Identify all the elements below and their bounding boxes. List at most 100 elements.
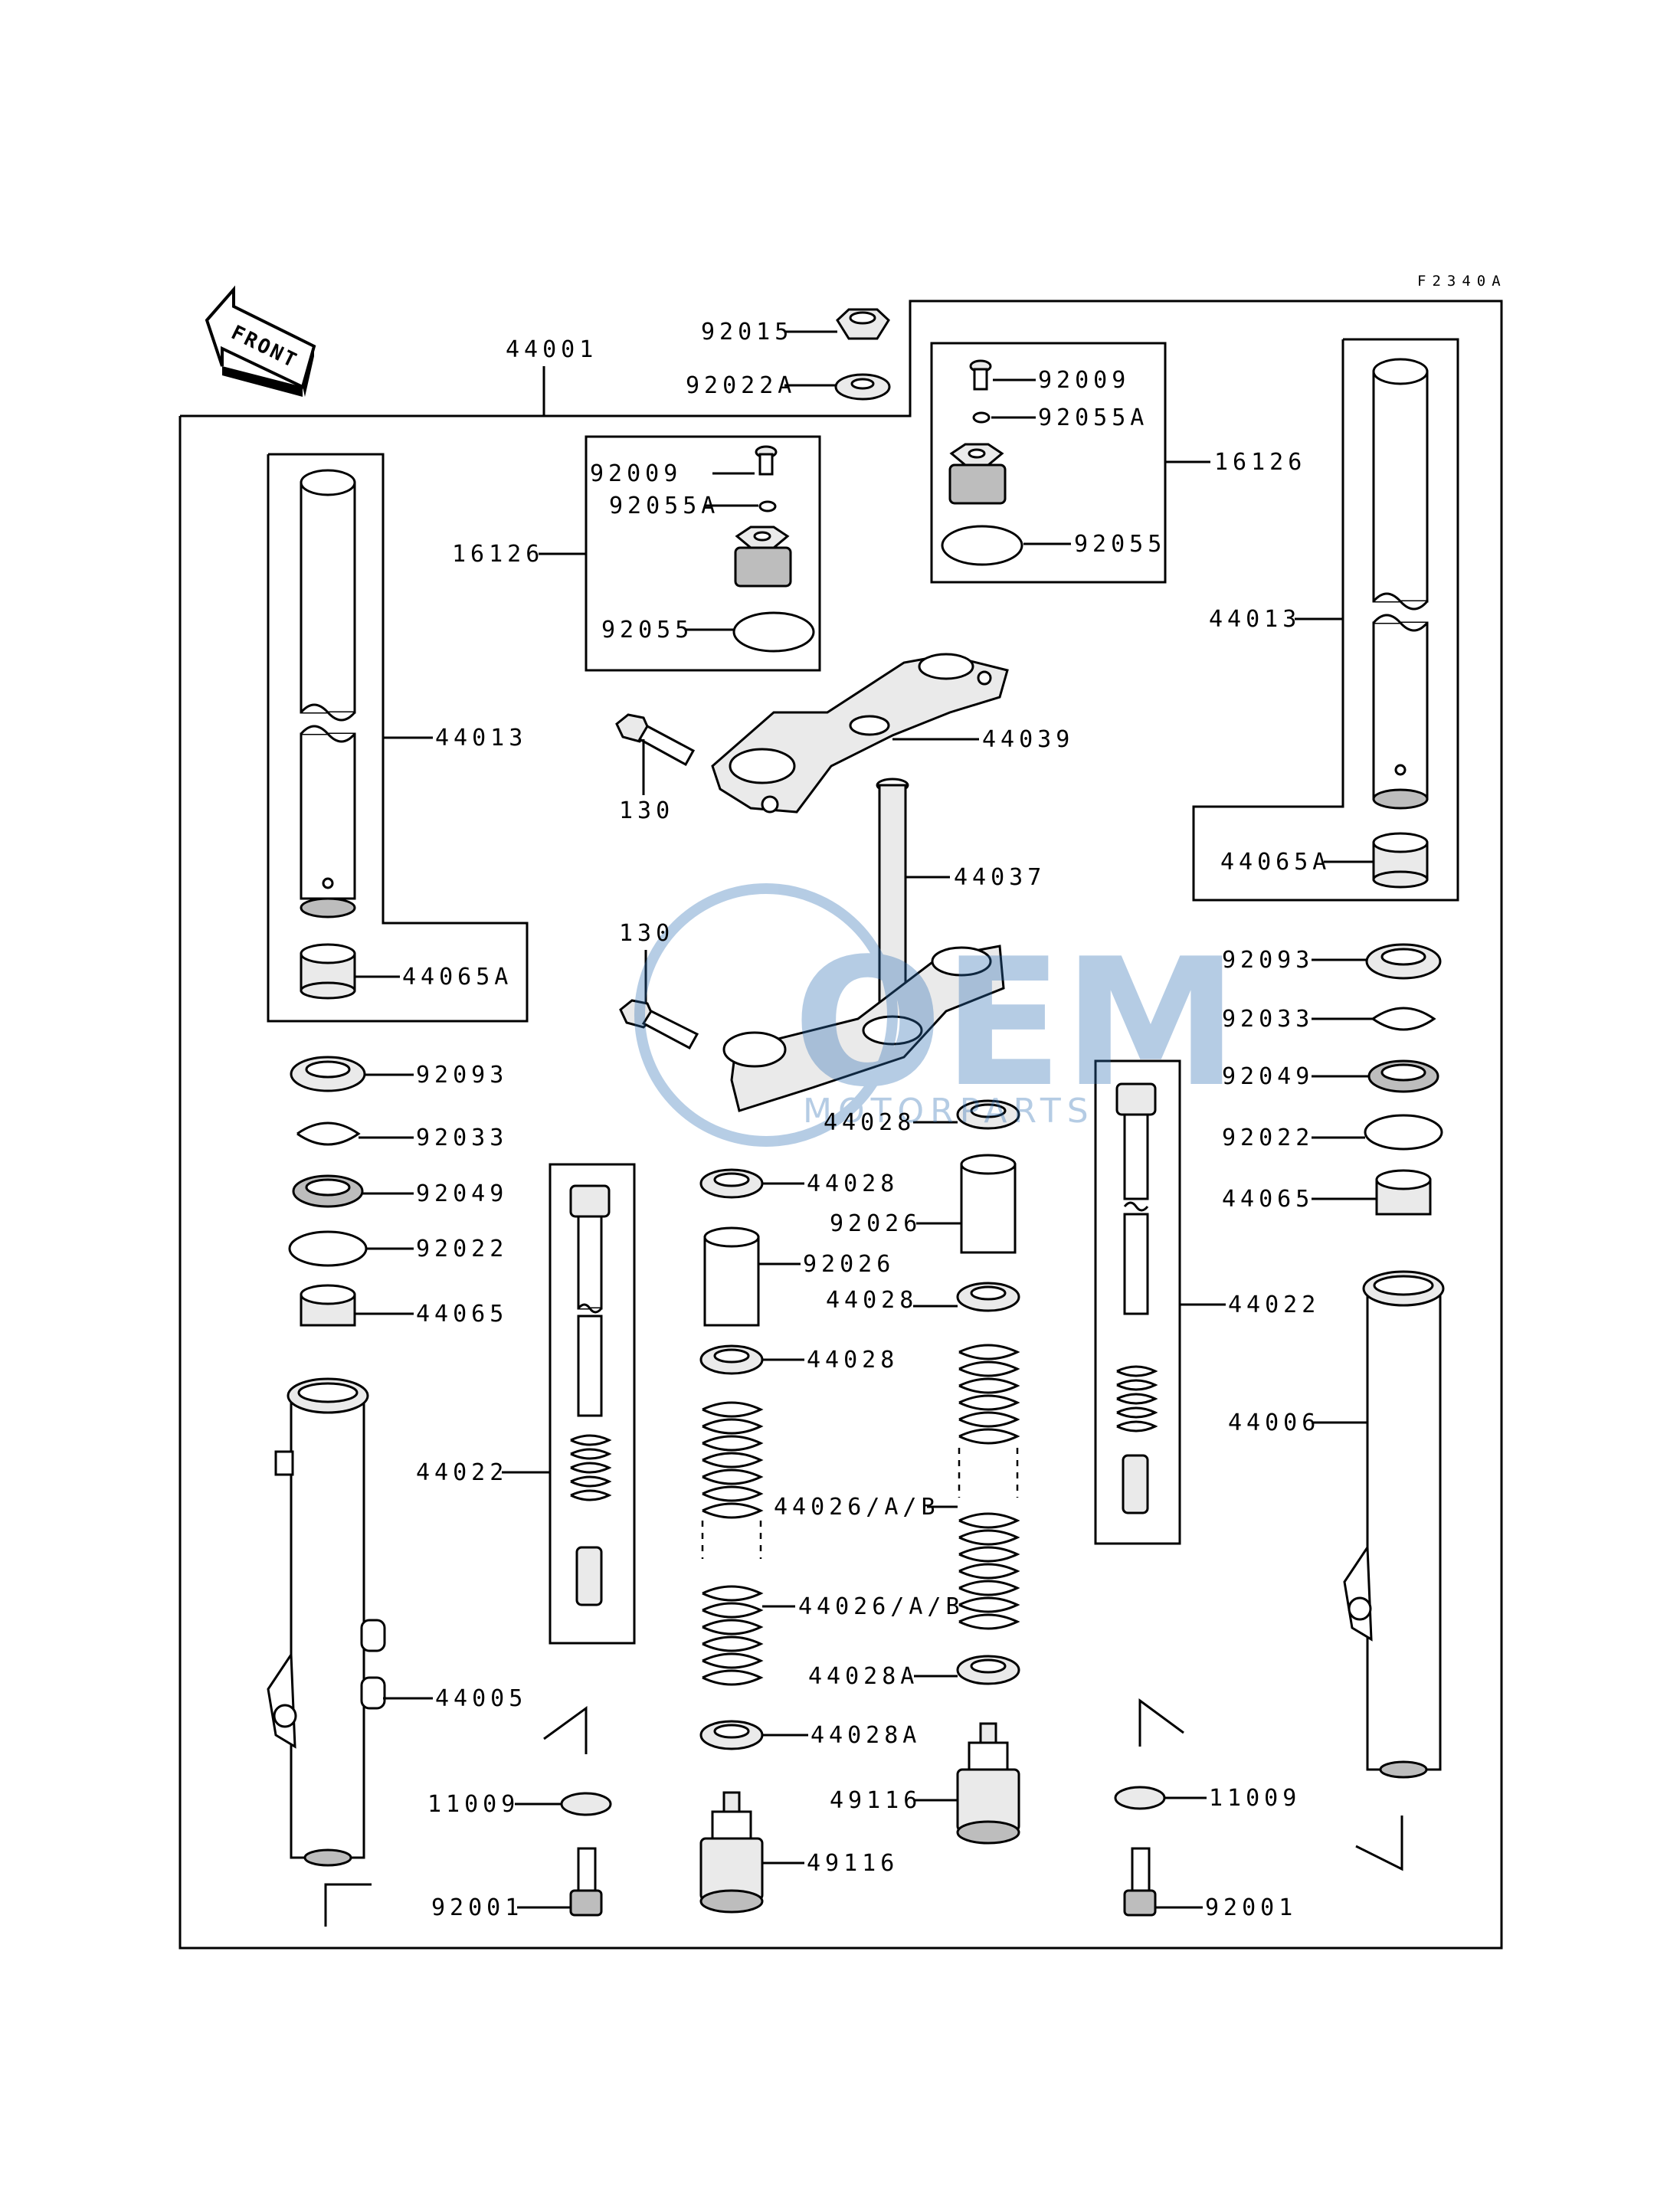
damper-box-left bbox=[549, 1163, 636, 1645]
upper-bracket-44039 bbox=[711, 653, 1009, 814]
callout-92055-right: 92055 bbox=[1074, 531, 1166, 558]
washer-92022-left bbox=[288, 1230, 368, 1267]
callout-labels: 92015 92022A 44001 92009 92055A 16126 92… bbox=[402, 319, 1331, 1921]
callout-44028-a: 44028 bbox=[824, 1109, 915, 1136]
lower-bracket bbox=[722, 945, 1005, 1112]
spring-44026-right bbox=[958, 1344, 1020, 1630]
clip-92033-left bbox=[296, 1121, 361, 1146]
inner-tube-44013-right bbox=[1372, 358, 1429, 810]
bushing-44065A-right bbox=[1372, 832, 1429, 889]
screw-92009-mid bbox=[755, 445, 778, 476]
callout-16126-mid: 16126 bbox=[452, 541, 544, 568]
callout-92055A-right: 92055A bbox=[1038, 404, 1148, 431]
bushing-44065-left bbox=[300, 1284, 356, 1327]
spring-seat-44028-right-top bbox=[956, 1099, 1020, 1130]
callout-11009-right: 11009 bbox=[1209, 1785, 1301, 1812]
callout-92022A: 92022A bbox=[686, 372, 796, 399]
oil-seal-92049-left bbox=[292, 1174, 364, 1208]
callout-44013-right: 44013 bbox=[1209, 606, 1301, 633]
callout-44006: 44006 bbox=[1228, 1410, 1320, 1436]
callout-44037: 44037 bbox=[954, 864, 1046, 891]
callout-44065-left: 44065 bbox=[416, 1301, 508, 1328]
callout-44028-b: 44028 bbox=[807, 1171, 899, 1197]
front-arrow-icon: FRONT bbox=[205, 285, 316, 397]
callout-92093-left: 92093 bbox=[416, 1062, 508, 1089]
inner-tube-box-right bbox=[1192, 338, 1459, 902]
callout-49116-b: 49116 bbox=[807, 1850, 899, 1877]
spring-44026-left bbox=[701, 1401, 764, 1686]
callout-44039: 44039 bbox=[982, 726, 1074, 753]
spring-seat-44028A-right bbox=[956, 1655, 1020, 1685]
bushing-44065-right bbox=[1375, 1169, 1432, 1216]
callout-44026-a: 44026/A/B bbox=[774, 1494, 940, 1521]
callout-92015: 92015 bbox=[701, 319, 793, 345]
callout-92001-left: 92001 bbox=[431, 1894, 523, 1921]
callout-44013-left: 44013 bbox=[435, 725, 527, 751]
outer-tube-44005 bbox=[267, 1377, 386, 1867]
callout-44065A-right: 44065A bbox=[1220, 849, 1331, 876]
bolt-130-lower bbox=[619, 999, 699, 1050]
callout-11009-left: 11009 bbox=[427, 1791, 519, 1818]
bolt-130-upper bbox=[615, 713, 696, 767]
callout-130-upper: 130 bbox=[619, 797, 674, 824]
washer-11009-left bbox=[560, 1792, 612, 1816]
callout-92093-right: 92093 bbox=[1222, 947, 1314, 974]
spring-seat-44028-left-top bbox=[699, 1168, 764, 1199]
assembly-frame bbox=[178, 300, 1503, 1950]
callout-44001: 44001 bbox=[506, 336, 598, 363]
spring-seat-44028-left-mid bbox=[699, 1344, 764, 1375]
bolt-92001-left bbox=[569, 1847, 603, 1917]
inner-tube-box-left bbox=[267, 453, 529, 1023]
valve-49116-left bbox=[699, 1791, 764, 1914]
spacer-92026-right bbox=[960, 1154, 1017, 1254]
washer-92022-right bbox=[1364, 1114, 1443, 1151]
cap-bolt-right bbox=[948, 443, 1007, 505]
spring-seat-44028A-left bbox=[699, 1720, 764, 1750]
callout-92055-mid: 92055 bbox=[601, 617, 693, 643]
callout-44028A-a: 44028A bbox=[808, 1663, 919, 1690]
callout-92009-mid: 92009 bbox=[590, 460, 682, 487]
washer-92022A bbox=[834, 373, 891, 401]
screw-92009-right bbox=[969, 359, 992, 391]
damper-rod-44022-left bbox=[569, 1184, 612, 1606]
callout-130-lower: 130 bbox=[619, 920, 674, 947]
bolt-92001-right bbox=[1123, 1847, 1157, 1917]
oil-seal-92049-right bbox=[1367, 1059, 1439, 1093]
dust-seal-92093-right bbox=[1365, 943, 1442, 980]
watermark-tagline: MOTORPARTS bbox=[803, 1092, 1095, 1131]
oring-92055-right bbox=[941, 525, 1023, 566]
diagram-code: F2340A bbox=[1417, 273, 1507, 290]
callout-44028A-b: 44028A bbox=[811, 1722, 921, 1749]
oring-92055-mid bbox=[732, 611, 815, 653]
callout-44065-right: 44065 bbox=[1222, 1186, 1314, 1213]
callout-16126-right: 16126 bbox=[1214, 449, 1306, 476]
callout-44005: 44005 bbox=[435, 1685, 527, 1712]
inner-tube-44013-left bbox=[300, 469, 356, 918]
steering-stem-44037 bbox=[876, 778, 909, 1017]
watermark-logo: OEM MOTORPARTS bbox=[634, 883, 1239, 1147]
damper-box-right bbox=[1094, 1059, 1181, 1545]
callout-92049-left: 92049 bbox=[416, 1180, 508, 1207]
oring-92055A-mid bbox=[758, 500, 777, 512]
callout-92033-left: 92033 bbox=[416, 1125, 508, 1151]
oring-92055A-right bbox=[972, 411, 991, 424]
clip-92033-right bbox=[1372, 1007, 1436, 1031]
callout-92022-left: 92022 bbox=[416, 1236, 508, 1262]
callout-92001-right: 92001 bbox=[1205, 1894, 1297, 1921]
damper-rod-44022-right bbox=[1115, 1082, 1158, 1514]
callout-92033-right: 92033 bbox=[1222, 1006, 1314, 1033]
callout-44028-d: 44028 bbox=[807, 1347, 899, 1374]
dust-seal-92093-left bbox=[290, 1056, 366, 1092]
callout-92022-right: 92022 bbox=[1222, 1125, 1314, 1151]
callout-92009-right: 92009 bbox=[1038, 367, 1130, 394]
callout-49116-a: 49116 bbox=[830, 1787, 922, 1814]
callout-44022-left: 44022 bbox=[416, 1459, 508, 1486]
callout-44065A-left: 44065A bbox=[402, 964, 513, 990]
valve-49116-right bbox=[956, 1722, 1020, 1845]
callout-44028-c: 44028 bbox=[826, 1287, 918, 1314]
callout-44026-b: 44026/A/B bbox=[798, 1593, 964, 1620]
callout-44022-right: 44022 bbox=[1228, 1292, 1320, 1318]
washer-11009-right bbox=[1114, 1786, 1166, 1810]
spring-seat-44028-right-mid bbox=[956, 1282, 1020, 1312]
